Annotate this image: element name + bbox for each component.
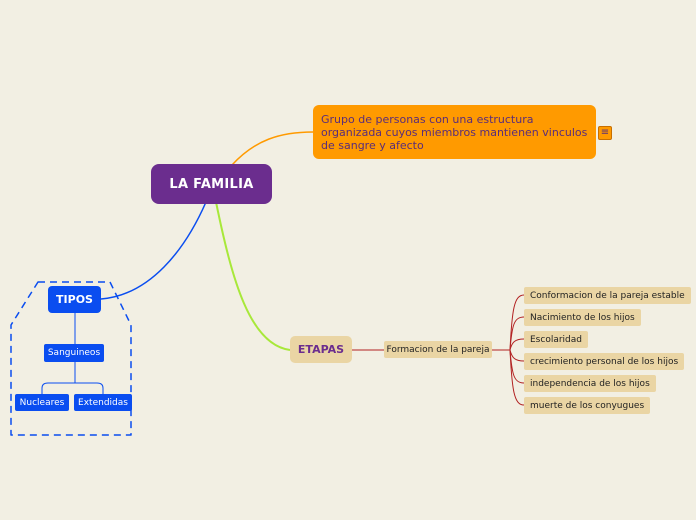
definition-line: Grupo de personas con una estructura — [321, 112, 534, 126]
etapa-item-label: muerte de los conyugues — [530, 400, 645, 411]
etapa-item[interactable]: Nacimiento de los hijos — [524, 309, 641, 326]
tipos-topic[interactable]: TIPOS — [48, 286, 101, 313]
link-root-tipos — [100, 201, 207, 300]
nucleares-topic[interactable]: Nucleares — [15, 394, 69, 411]
etapa-item-label: independencia de los hijos — [530, 378, 650, 389]
etapas-topic[interactable]: ETAPAS — [290, 336, 352, 363]
definition-topic[interactable]: Grupo de personas con una estructura org… — [313, 105, 596, 159]
link-root-etapas — [215, 201, 291, 351]
sanguineos-topic[interactable]: Sanguineos — [44, 344, 104, 362]
note-icon[interactable]: ≡ — [598, 126, 612, 140]
definition-line: organizada cuyos miembros mantienen vinc… — [321, 125, 588, 139]
etapa-item[interactable]: independencia de los hijos — [524, 375, 656, 392]
etapa-item-label: Escolaridad — [530, 334, 582, 345]
extendidas-topic[interactable]: Extendidas — [74, 394, 132, 411]
nucleares-label: Nucleares — [19, 397, 65, 408]
links-formacion-leaves — [492, 294, 525, 406]
etapa-item[interactable]: crecimiento personal de los hijos — [524, 353, 685, 370]
link-sanguineos-children — [41, 362, 104, 394]
definition-line: de sangre y afecto — [321, 138, 424, 152]
etapa-item-label: Conformacion de la pareja estable — [530, 290, 685, 301]
formacion-label: Formacion de la pareja — [386, 344, 490, 355]
tipos-label: TIPOS — [56, 293, 93, 306]
etapa-item-label: Nacimiento de los hijos — [530, 312, 635, 323]
link-root-definicion — [231, 131, 314, 166]
etapas-label: ETAPAS — [297, 343, 345, 356]
tipos-boundary — [10, 281, 132, 436]
etapa-item-label: crecimiento personal de los hijos — [530, 356, 679, 367]
sanguineos-label: Sanguineos — [47, 348, 101, 358]
central-topic-label: LA FAMILIA — [169, 176, 254, 192]
etapa-item[interactable]: muerte de los conyugues — [524, 397, 651, 414]
etapa-item[interactable]: Escolaridad — [524, 331, 588, 348]
central-topic[interactable]: LA FAMILIA — [151, 164, 272, 204]
etapa-item[interactable]: Conformacion de la pareja estable — [524, 287, 691, 304]
formacion-topic[interactable]: Formacion de la pareja — [384, 341, 492, 358]
extendidas-label: Extendidas — [78, 397, 128, 408]
